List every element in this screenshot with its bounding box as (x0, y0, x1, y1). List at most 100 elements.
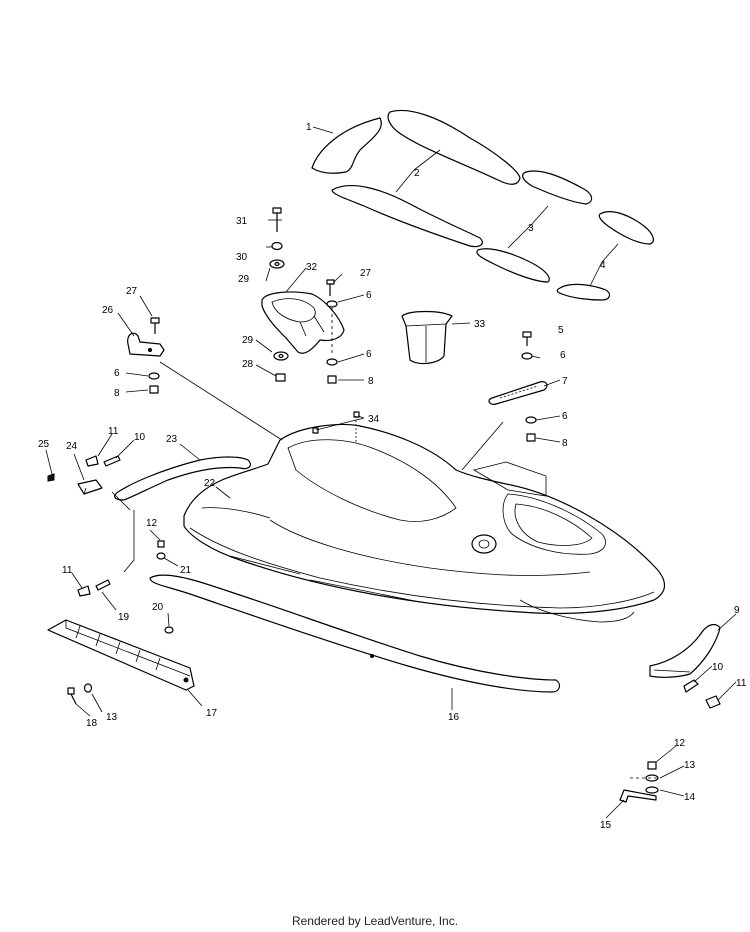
washer-6-right-mid[interactable] (326, 358, 338, 366)
nut-8-left[interactable] (149, 385, 159, 394)
callout-6-c: 6 (114, 368, 120, 379)
leader-lines (45, 126, 737, 819)
screw-10-right[interactable] (683, 679, 699, 693)
callout-8-a: 8 (368, 376, 374, 387)
nut-28[interactable] (275, 373, 286, 382)
handle-bracket-32[interactable] (261, 291, 345, 354)
callout-32: 32 (306, 262, 318, 273)
seat-pad-rear-lower[interactable] (556, 283, 611, 301)
callout-12-left: 12 (146, 518, 158, 529)
hull-22[interactable] (183, 423, 666, 623)
callout-13-right: 13 (684, 760, 696, 771)
nut-12-right[interactable] (647, 761, 657, 770)
callout-11-lower: 11 (62, 565, 73, 576)
callout-29-top: 29 (238, 274, 250, 285)
callout-6-a: 6 (366, 290, 372, 301)
washer-6-far-right-top[interactable] (521, 352, 533, 360)
callout-31: 31 (236, 216, 248, 227)
callout-8-b: 8 (114, 388, 120, 399)
washer-29-bottom[interactable] (273, 351, 289, 361)
callout-23: 23 (166, 434, 178, 445)
screw-19[interactable] (95, 579, 111, 591)
seat-pad-front[interactable] (311, 117, 382, 174)
callout-11-upper: 11 (108, 426, 119, 437)
callout-19: 19 (118, 612, 130, 623)
callout-1: 1 (306, 122, 312, 133)
tab-15[interactable] (619, 789, 657, 803)
callout-20: 20 (152, 602, 164, 613)
grab-rail-23[interactable] (114, 456, 252, 501)
rivet-25[interactable] (47, 473, 55, 482)
callout-27-left: 27 (126, 286, 138, 297)
callout-18: 18 (86, 718, 98, 729)
screw-18[interactable] (67, 687, 77, 705)
callout-2: 2 (414, 168, 420, 179)
callout-3: 3 (528, 223, 534, 234)
callout-8-c: 8 (562, 438, 568, 449)
screw-27-left[interactable] (150, 317, 160, 334)
cap-11-right[interactable] (705, 695, 721, 709)
callout-4: 4 (600, 260, 606, 271)
callout-11-right: 11 (736, 678, 747, 689)
callout-22: 22 (204, 478, 216, 489)
hook-bracket-26[interactable] (127, 332, 165, 357)
callout-10-upper: 10 (134, 432, 146, 443)
cap-11-lower[interactable] (77, 585, 91, 597)
bolt-31[interactable] (272, 207, 282, 232)
screw-27-right[interactable] (326, 279, 335, 296)
washer-6-far-right-bottom[interactable] (525, 416, 537, 424)
callout-16: 16 (448, 712, 460, 723)
nut-8-far-right[interactable] (526, 433, 536, 442)
callout-34: 34 (368, 414, 380, 425)
nut-12-left[interactable] (157, 540, 165, 548)
callout-30: 30 (236, 252, 248, 263)
trim-9[interactable] (649, 623, 721, 678)
callout-6-e: 6 (562, 411, 568, 422)
seat-pad-upper-rear[interactable] (387, 109, 521, 185)
callout-21: 21 (180, 565, 192, 576)
callout-27-right: 27 (360, 268, 372, 279)
rub-rail-16[interactable] (149, 574, 561, 693)
washer-6-right-top[interactable] (326, 300, 338, 308)
washer-13-left[interactable] (83, 683, 93, 693)
washer-6-left[interactable] (148, 372, 160, 380)
screw-10-upper[interactable] (103, 455, 121, 467)
seat-pad-side-lower[interactable] (476, 248, 550, 283)
seat-pad-rear-upper[interactable] (598, 211, 654, 245)
nut-8-right[interactable] (327, 375, 337, 384)
washer-13-right[interactable] (645, 774, 659, 782)
seat-pad-side-upper[interactable] (522, 170, 593, 205)
callout-17: 17 (206, 708, 218, 719)
bracket-24[interactable] (77, 479, 103, 495)
callout-12-right: 12 (674, 738, 686, 749)
callout-14: 14 (684, 792, 696, 803)
callout-24: 24 (66, 441, 78, 452)
callout-7: 7 (562, 376, 568, 387)
grommet-20[interactable] (164, 626, 174, 634)
callout-5: 5 (558, 325, 564, 336)
callout-9: 9 (734, 605, 740, 616)
callout-28: 28 (242, 359, 254, 370)
ride-plate-17[interactable] (47, 619, 195, 691)
callout-33: 33 (474, 319, 486, 330)
seat-pad-lower-main[interactable] (331, 184, 483, 248)
washer-29-top[interactable] (269, 259, 285, 269)
hull-fastener-34[interactable] (312, 411, 360, 434)
washer-14[interactable] (645, 786, 659, 794)
screw-5[interactable] (522, 331, 532, 346)
washer-30[interactable] (271, 241, 283, 251)
strap-7[interactable] (488, 381, 548, 405)
cap-11-upper[interactable] (85, 455, 99, 467)
callout-10-right: 10 (712, 662, 724, 673)
callout-6-b: 6 (366, 349, 372, 360)
footer-credit: Rendered by LeadVenture, Inc. (291, 914, 459, 928)
callout-26: 26 (102, 305, 114, 316)
callout-25: 25 (38, 439, 50, 450)
callout-6-d: 6 (560, 350, 566, 361)
storage-bin-33[interactable] (401, 310, 453, 365)
callout-29-bottom: 29 (242, 335, 254, 346)
callout-labels: 1 2 3 4 31 30 29 32 29 28 27 6 6 8 27 26… (38, 122, 747, 831)
callout-15: 15 (600, 820, 612, 831)
washer-21[interactable] (156, 552, 166, 560)
